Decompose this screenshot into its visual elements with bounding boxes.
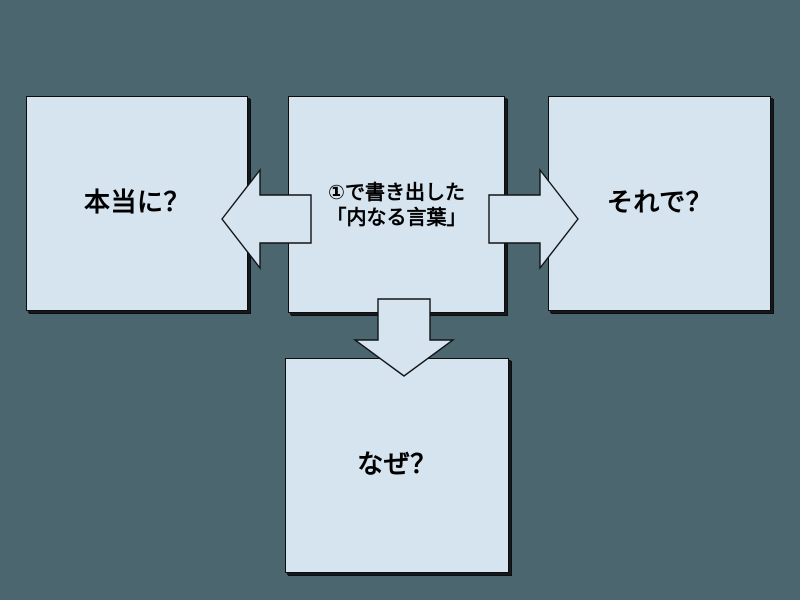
arrow-right-shape — [488, 167, 579, 271]
arrow-down-shape — [352, 298, 456, 377]
bottom-box[interactable]: なぜ？ — [285, 358, 509, 573]
right-box[interactable]: それで？ — [548, 96, 771, 311]
arrow-down-icon — [352, 298, 456, 377]
center-box[interactable]: ①で書き出した 「内なる言葉」 — [288, 96, 505, 313]
center-box-label: ①で書き出した 「内なる言葉」 — [327, 180, 467, 230]
center-box-label-line2: 「内なる言葉」 — [326, 204, 467, 229]
bottom-box-label: なぜ？ — [357, 450, 437, 481]
arrow-right-icon — [488, 167, 579, 271]
left-box-label: 本当に？ — [83, 188, 190, 219]
center-box-label-line1: ①で書き出した — [328, 179, 465, 204]
arrow-left-shape — [221, 167, 312, 271]
arrow-left-icon — [221, 167, 312, 271]
right-box-label: それで？ — [606, 188, 713, 219]
left-box[interactable]: 本当に？ — [26, 96, 248, 311]
